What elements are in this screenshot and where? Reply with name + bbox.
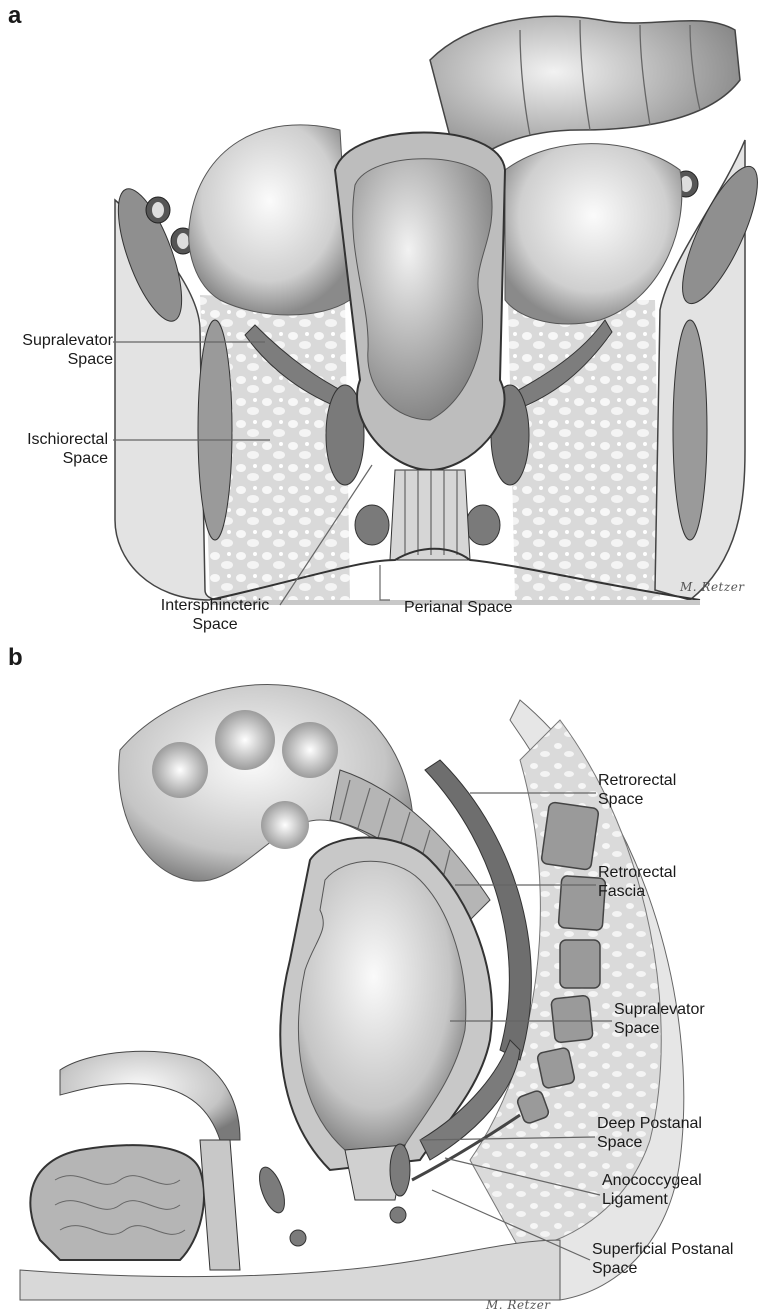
right-pelvic-viscera — [505, 144, 682, 324]
signature-panel-b: M. Retzer — [486, 1298, 551, 1312]
perianal-leader — [380, 565, 390, 600]
panel-b-illustration — [0, 640, 761, 1315]
posterior-subcutaneous-sphincter — [390, 1207, 406, 1223]
panel-a-coronal-view: a — [0, 0, 761, 640]
right-subcutaneous-sphincter — [466, 505, 500, 545]
label-supralevator-space: Supralevator Space — [0, 331, 113, 369]
signature-panel-a: M. Retzer — [680, 580, 745, 594]
label-perianal-space: Perianal Space — [404, 598, 513, 617]
label-supralevator-space-b: Supralevator Space — [614, 1000, 705, 1038]
anterior-subcutaneous-sphincter — [290, 1230, 306, 1246]
left-subcutaneous-sphincter — [355, 505, 389, 545]
label-deep-postanal-space: Deep Postanal Space — [597, 1114, 702, 1152]
panel-b-sagittal-view: b — [0, 640, 761, 1315]
seminal-region — [60, 1051, 240, 1140]
label-retrorectal-fascia: Retrorectal Fascia — [598, 863, 676, 901]
prostate-urethra — [200, 1140, 240, 1270]
anal-canal — [390, 470, 470, 560]
left-obturator-muscle — [198, 320, 232, 540]
label-anococcygeal-ligament: Anococcygeal Ligament — [602, 1171, 702, 1209]
panel-a-illustration — [0, 0, 761, 640]
deep-external-sphincter — [390, 1144, 410, 1196]
right-obturator-muscle — [673, 320, 707, 540]
label-ischiorectal-space: Ischiorectal Space — [0, 430, 108, 468]
label-superficial-postanal-space: Superficial Postanal Space — [592, 1240, 733, 1278]
left-pelvic-viscera — [189, 125, 350, 315]
bladder — [30, 1145, 204, 1260]
label-intersphincteric-space: Intersphincteric Space — [140, 596, 290, 634]
anterior-sphincter — [254, 1164, 289, 1216]
label-retrorectal-space: Retrorectal Space — [598, 771, 676, 809]
